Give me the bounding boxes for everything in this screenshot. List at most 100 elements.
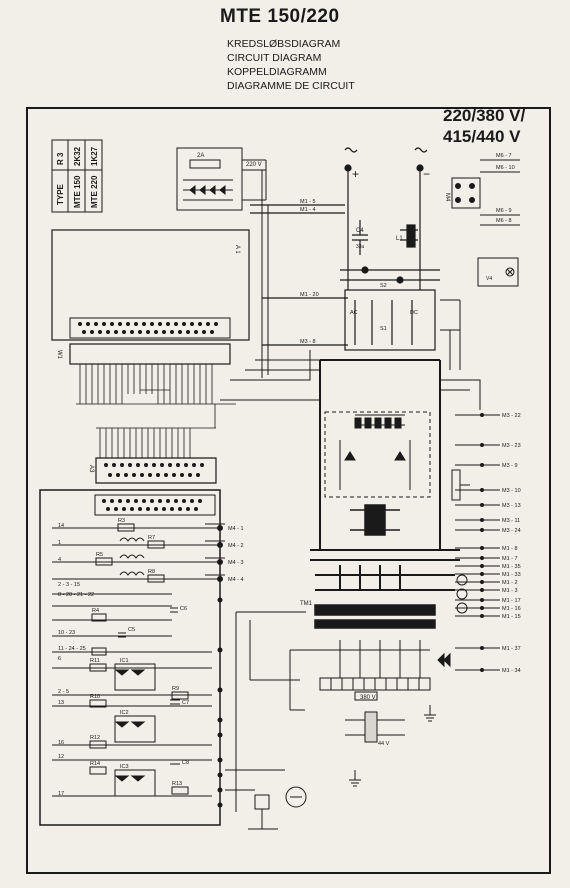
transformer-tm1: TM1	[300, 504, 436, 629]
label-m1-3: M1 - 3	[502, 588, 518, 594]
label-row-2-5: 2 - 5	[58, 689, 69, 695]
label-m1-4: M1 - 4	[300, 207, 316, 213]
label-m1-7: M1 - 7	[502, 556, 518, 562]
label-r8: R8	[148, 569, 155, 575]
fuse-rectifier-block: 2A 220 V	[176, 147, 267, 211]
label-m1-34: M1 - 34	[502, 668, 521, 674]
label-m3-23: M3 - 23	[502, 443, 521, 449]
power-module	[324, 411, 431, 498]
bridge-switches: AC DC S1 S2	[340, 266, 440, 351]
power-input: + − L1 C4 33u M1 - 5 M1 - 4 M1 - 20 M3 -…	[250, 147, 430, 346]
label-220v-top: 220 V	[246, 162, 262, 168]
label-m4-1: M4 - 1	[228, 526, 244, 532]
label-row-11-24-25: 11 - 24 - 25	[58, 646, 86, 652]
label-r5: R5	[96, 552, 103, 558]
label-m3-24: M3 - 24	[502, 528, 521, 534]
label-ic2: IC2	[120, 710, 129, 716]
type-table-model-2: MTE 220	[90, 175, 99, 208]
label-row-6: 6	[58, 656, 61, 662]
type-table-model-1: MTE 150	[73, 175, 82, 208]
label-m1-2: M1 - 2	[502, 580, 518, 586]
label-r4: R4	[92, 608, 99, 614]
label-r11: R11	[90, 658, 100, 664]
diagram-subtitles: KREDSLØBSDIAGRAM CIRCUIT DIAGRAM KOPPELD…	[227, 37, 355, 93]
label-m1-17: M1 - 17	[502, 598, 521, 604]
label-row-2-3-15: 2 - 3 - 15	[58, 582, 80, 588]
label-row-10-23: 10 - 23	[58, 630, 75, 636]
label-44v: 44 V	[378, 741, 390, 747]
terminal-list: M3 - 22 M3 - 23 M3 - 9 M3 - 10 M3 - 13 M…	[437, 413, 521, 674]
type-table-header-r3: R 3	[56, 152, 65, 165]
label-row-4: 4	[58, 557, 61, 563]
board-a1-label: A 1	[234, 245, 240, 254]
label-m3-22: M3 - 22	[502, 413, 521, 419]
label-dc-1: DC	[410, 310, 418, 316]
subtitle-danish: KREDSLØBSDIAGRAM	[227, 38, 341, 50]
type-table-value-2: 1K27	[90, 146, 99, 166]
label-m3-11: M3 - 11	[502, 518, 520, 524]
label-r13: R13	[172, 781, 182, 787]
label-m1-8: M1 - 8	[502, 546, 518, 552]
label-c7: C7	[182, 700, 189, 706]
label-m1-33: M1 - 33	[502, 572, 521, 578]
label-s1: S1	[380, 326, 387, 332]
connector-a3: A3	[88, 457, 217, 484]
label-m1-35: M1 - 35	[502, 564, 521, 570]
label-m6-10: M6 - 10	[496, 165, 515, 171]
label-m1-5: M1 - 5	[300, 199, 316, 205]
diagram-title: MTE 150/220	[220, 6, 340, 27]
voltage-line-1: 220/380 V/	[443, 106, 526, 125]
label-r10: R10	[90, 694, 100, 700]
label-m6-7: M6 - 7	[496, 153, 512, 159]
label-v4: V4	[486, 276, 492, 282]
label-c4: C4	[356, 228, 364, 234]
terminal-strip-380v: 380 V 44 V	[289, 640, 436, 787]
label-380v: 380 V	[360, 695, 376, 701]
label-m4: M4	[444, 193, 450, 202]
type-table-value-1: 2K32	[73, 146, 82, 166]
outer-frame	[26, 107, 551, 874]
label-s2: S2	[380, 283, 387, 289]
label-row-13: 13	[58, 700, 64, 706]
label-tm1: TM1	[300, 601, 313, 607]
w1-label: W1	[56, 350, 62, 360]
label-m3-10: M3 - 10	[502, 488, 521, 494]
label-m3-13: M3 - 13	[502, 503, 521, 509]
interconnect-wiring	[220, 170, 481, 812]
label-m1-16: M1 - 16	[502, 606, 521, 612]
label-ic3: IC3	[120, 764, 129, 770]
label-r7: R7	[148, 535, 155, 541]
type-table: TYPE R 3 MTE 150 2K32 MTE 220 1K27	[51, 139, 103, 213]
ribbon-cable-w1: W1	[56, 343, 236, 458]
label-m3-9: M3 - 9	[502, 463, 518, 469]
label-r3: R3	[118, 518, 125, 524]
fuse-2a-label: 2A	[197, 153, 204, 159]
label-row-16: 16	[58, 740, 64, 746]
label-r14: R14	[90, 761, 100, 767]
label-row-8-20-21-22: 8 - 20 - 21 - 22	[58, 592, 94, 598]
label-m6-9: M6 - 9	[496, 208, 512, 214]
label-m4-3: M4 - 3	[228, 560, 244, 566]
plus-terminal-icon: +	[352, 167, 359, 181]
label-c5: C5	[128, 627, 135, 633]
right-side-connector: M4 V4 M6 - 7 M6 - 10 M6 - 9 M6 - 8	[444, 153, 520, 287]
motor-fan	[225, 769, 307, 830]
label-m6-8: M6 - 8	[496, 218, 512, 224]
label-m3-8: M3 - 8	[300, 339, 316, 345]
label-c8: C8	[182, 760, 189, 766]
voltage-line-2: 415/440 V	[443, 127, 521, 146]
label-row-14: 14	[58, 523, 64, 529]
label-row-1: 1	[58, 540, 61, 546]
power-bus	[310, 359, 460, 591]
label-r9: R9	[172, 686, 179, 692]
control-board: M4 - 1 M4 - 2 M4 - 3 M4 - 4 14 1 4 2 - 3…	[39, 489, 244, 826]
label-m1-37: M1 - 37	[502, 646, 521, 652]
minus-terminal-icon: −	[423, 167, 430, 181]
label-row-17: 17	[58, 791, 64, 797]
label-ic1: IC1	[120, 658, 129, 664]
label-m4-2: M4 - 2	[228, 543, 244, 549]
label-m1-15: M1 - 15	[502, 614, 521, 620]
label-c4-value: 33u	[356, 244, 365, 250]
label-c6: C6	[180, 606, 187, 612]
